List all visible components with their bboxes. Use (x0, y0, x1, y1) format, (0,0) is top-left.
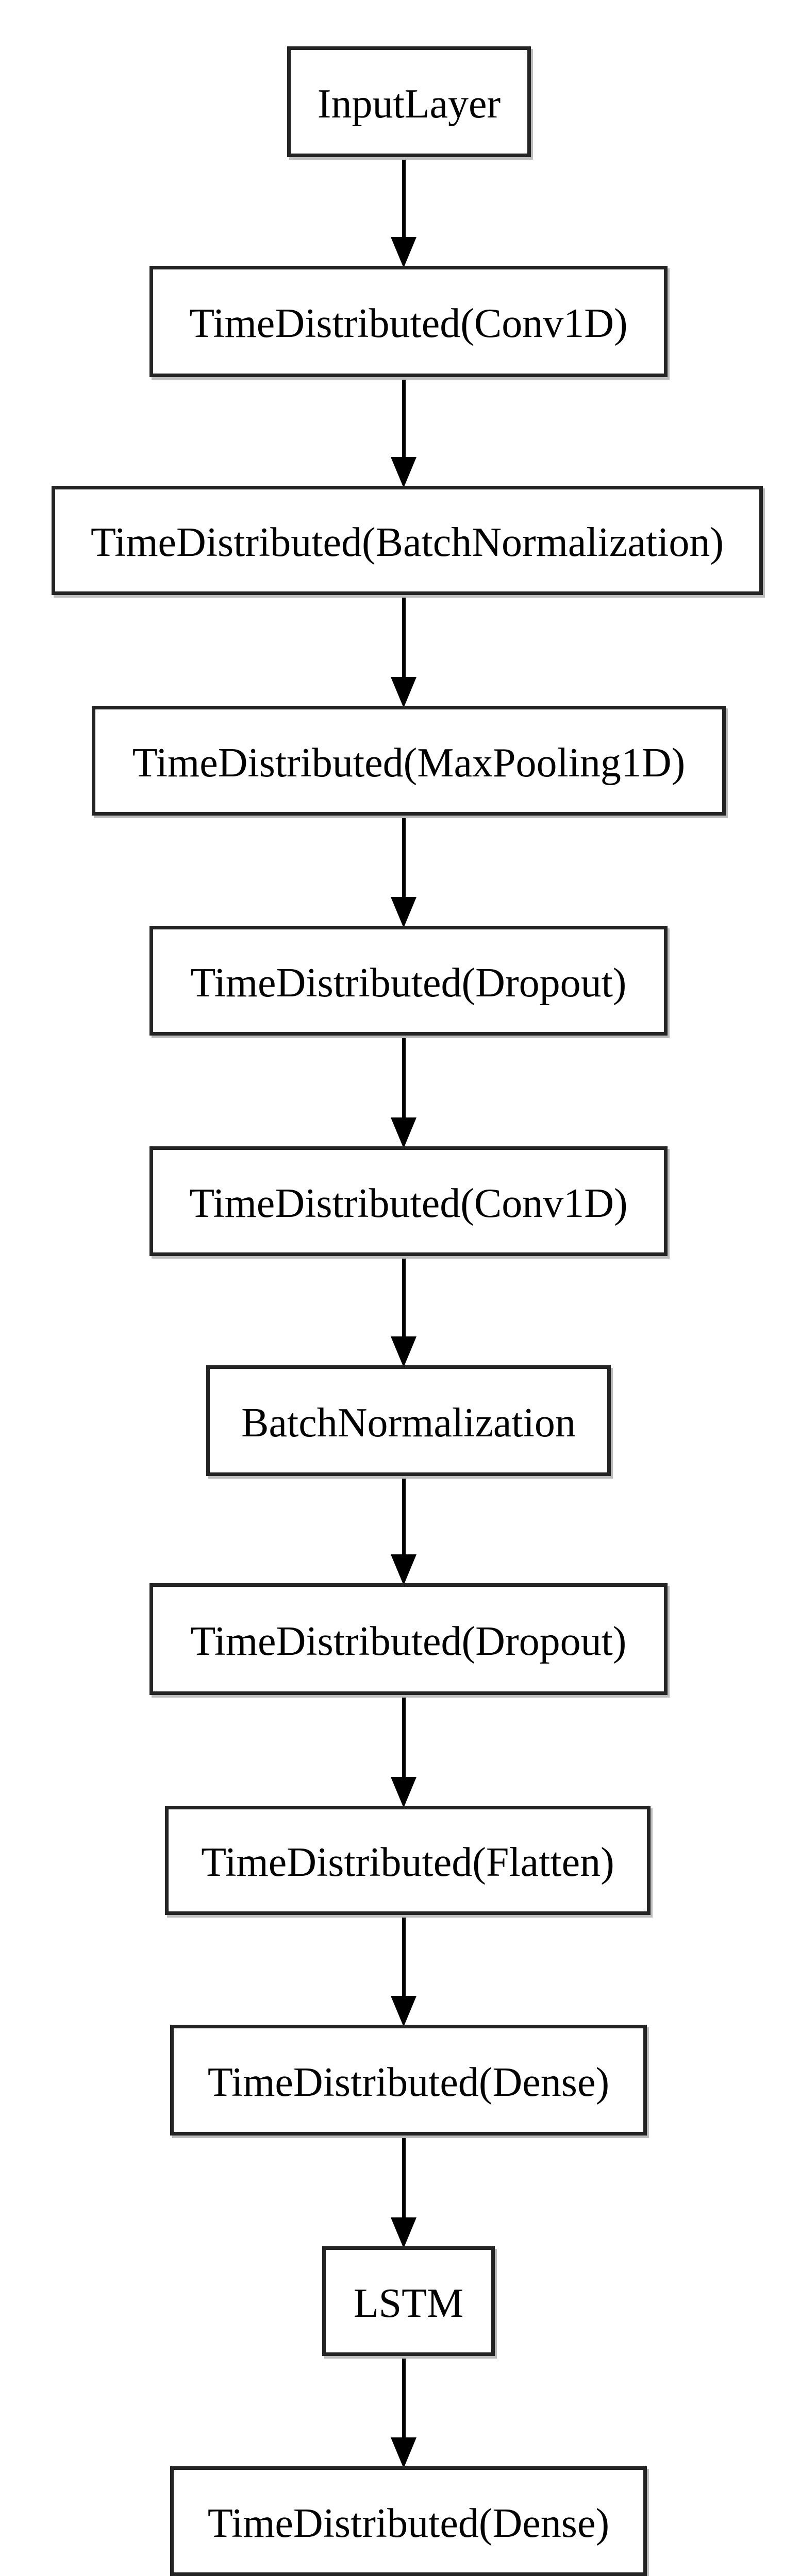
edge-shaft (402, 593, 406, 683)
node-lstm-11: LSTM (322, 2246, 495, 2356)
arrowhead-down-icon (391, 677, 416, 708)
arrowhead-down-icon (391, 237, 416, 268)
node-batchnormalization-7: BatchNormalization (206, 1365, 611, 1476)
node-timedistributed-conv1d-2: TimeDistributed(Conv1D) (149, 266, 668, 377)
edge-shaft (402, 1033, 406, 1124)
node-timedistributed-flatten-9: TimeDistributed(Flatten) (165, 1806, 651, 1915)
edge-shaft (402, 155, 406, 243)
arrowhead-down-icon (391, 1777, 416, 1808)
edge-shaft (402, 2133, 406, 2224)
node-timedistributed-dense-12: TimeDistributed(Dense) (170, 2466, 647, 2576)
arrowhead-down-icon (391, 1336, 416, 1367)
edge-shaft (402, 1693, 406, 1783)
node-timedistributed-batchnormalization-3: TimeDistributed(BatchNormalization) (52, 486, 763, 595)
node-inputlayer-1: InputLayer (287, 46, 531, 157)
arrowhead-down-icon (391, 1554, 416, 1585)
arrowhead-down-icon (391, 457, 416, 488)
node-timedistributed-dropout-5: TimeDistributed(Dropout) (149, 926, 668, 1036)
node-timedistributed-dropout-8: TimeDistributed(Dropout) (149, 1583, 668, 1695)
edge-shaft (402, 1913, 406, 2002)
edge-shaft (402, 1254, 406, 1343)
node-timedistributed-dense-10: TimeDistributed(Dense) (170, 2025, 647, 2136)
arrowhead-down-icon (391, 1117, 416, 1148)
node-timedistributed-maxpooling1d-4: TimeDistributed(MaxPooling1D) (92, 706, 726, 816)
edge-shaft (402, 1474, 406, 1561)
arrowhead-down-icon (391, 2217, 416, 2248)
node-timedistributed-conv1d-6: TimeDistributed(Conv1D) (149, 1146, 668, 1256)
arrowhead-down-icon (391, 2437, 416, 2468)
arrowhead-down-icon (391, 1996, 416, 2027)
edge-shaft (402, 814, 406, 903)
edge-shaft (402, 375, 406, 463)
edge-shaft (402, 2354, 406, 2444)
arrowhead-down-icon (391, 897, 416, 928)
